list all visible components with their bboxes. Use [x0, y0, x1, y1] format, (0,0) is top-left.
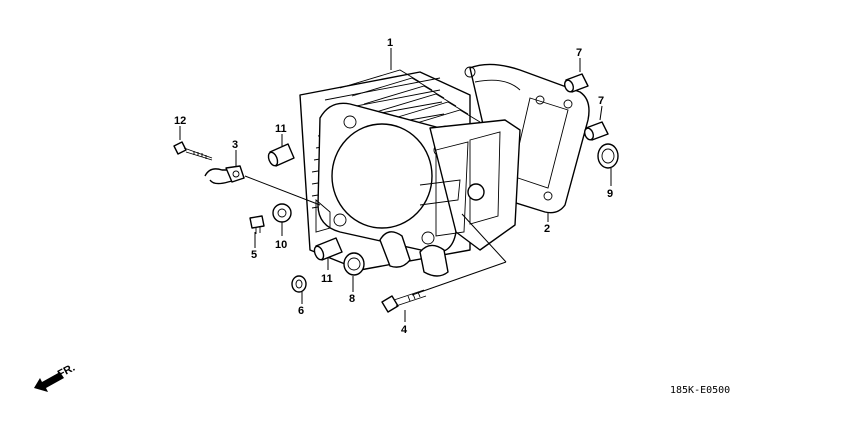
clamp-part-3	[204, 165, 245, 185]
callout-3: 3	[232, 139, 238, 151]
cylinder-body	[299, 69, 521, 277]
o-ring-part-9	[597, 143, 619, 169]
bolt-part-12	[173, 141, 213, 161]
front-direction-label: FR.	[56, 362, 77, 381]
front-direction-arrow: FR.	[34, 362, 77, 392]
callout-9: 9	[607, 188, 613, 200]
callout-11b: 11	[321, 273, 333, 285]
callout-12: 12	[174, 115, 186, 127]
callout-11a: 11	[275, 123, 287, 135]
callout-8: 8	[349, 293, 355, 305]
dowel-pin-part-7-b	[583, 121, 609, 141]
washer-part-6	[291, 275, 307, 293]
bolt-part-5	[249, 215, 265, 234]
diagram-code: 185K-E0500	[670, 385, 730, 396]
callout-7a: 7	[576, 47, 582, 59]
callout-1: 1	[387, 37, 393, 49]
callout-4: 4	[401, 324, 408, 336]
callout-5: 5	[251, 249, 257, 261]
o-ring-part-8	[343, 252, 365, 276]
dowel-pin-part-7-a	[563, 73, 589, 93]
dowel-pin-part-11-upper	[267, 143, 295, 167]
leader-lines	[179, 48, 612, 322]
callout-10: 10	[275, 239, 287, 251]
washer-part-10	[272, 203, 292, 223]
callout-7b: 7	[598, 95, 604, 107]
bolt-part-4	[381, 289, 427, 313]
callout-6: 6	[298, 305, 304, 317]
callout-2: 2	[544, 223, 550, 235]
dowel-pin-part-11-lower	[313, 237, 343, 261]
